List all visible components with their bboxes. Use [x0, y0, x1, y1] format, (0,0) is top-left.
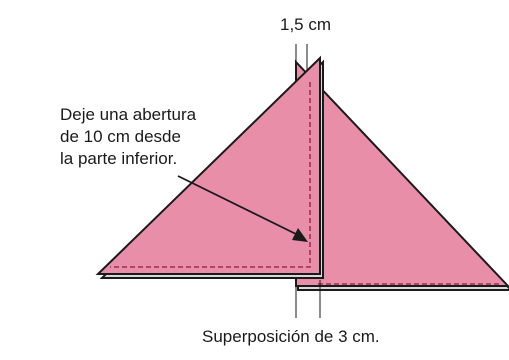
opening-arrow [177, 175, 308, 242]
opening-note-line-3: la parte inferior. [60, 149, 178, 168]
overlap-guides [295, 280, 321, 318]
arrow-head [292, 228, 308, 242]
opening-note-line-2: de 10 cm desde [60, 127, 181, 146]
left-piece-stitch-line [110, 82, 311, 268]
opening-note-line-1: Deje una abertura [60, 105, 197, 124]
right-fabric-piece [295, 59, 509, 291]
arrow-shaft [177, 175, 301, 237]
opening-note: Deje una abertura de 10 cm desde la part… [60, 104, 196, 170]
left-fabric-piece [95, 55, 324, 279]
left-piece-fill [95, 55, 321, 275]
seam-width-label: 1,5 cm [280, 15, 332, 34]
overlap-label: Superposición de 3 cm. [202, 327, 380, 346]
right-piece-fill [295, 59, 509, 287]
